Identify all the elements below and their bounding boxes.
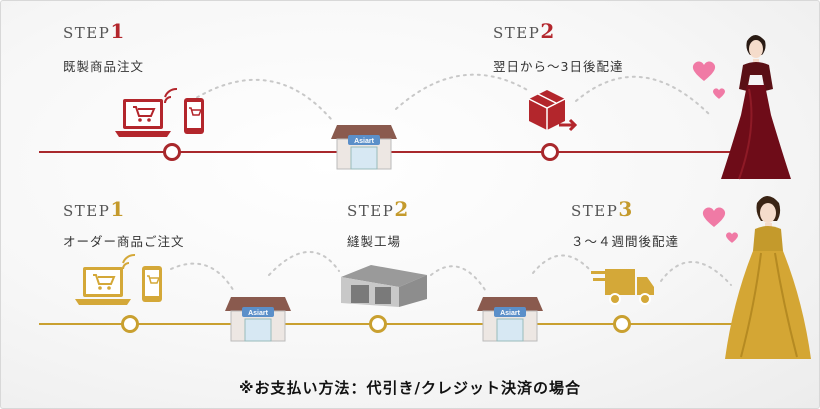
smartphone-cart-icon <box>184 98 204 134</box>
top-step-1-text: 既製商品注文 <box>63 59 145 74</box>
top-node-1 <box>163 143 181 161</box>
bottom-step-1-text: オーダー商品ご注文 <box>63 234 185 249</box>
woman-red-dress-figure <box>721 35 791 180</box>
bottom-dotted-arcs <box>170 251 732 294</box>
bottom-step-3-text: ３～４週間後配達 <box>571 234 680 249</box>
shop-sign-text: Asiart <box>354 138 375 145</box>
box-delivery-icon <box>528 90 578 132</box>
wifi-icon <box>164 88 178 104</box>
top-step-1-label: STEP1 <box>63 19 126 43</box>
factory-icon <box>341 265 427 307</box>
bottom-step-3-label: STEP3 <box>571 197 634 221</box>
laptop-cart-icon <box>115 99 171 137</box>
heart-icon <box>726 232 738 243</box>
shop-icon: Asiart <box>477 297 543 342</box>
heart-icon <box>713 88 725 99</box>
top-dotted-arcs <box>190 73 712 120</box>
top-step-2-text: 翌日から～3日後配達 <box>493 59 624 74</box>
top-step-2-label: STEP2 <box>493 19 556 43</box>
shop-icon: Asiart <box>225 297 291 342</box>
heart-icon <box>692 61 716 81</box>
bottom-step-2-label: STEP2 <box>347 197 410 221</box>
heart-icon <box>702 207 726 227</box>
bottom-timeline <box>39 323 739 325</box>
bottom-step-1-label: STEP1 <box>63 197 126 221</box>
shop-sign-text: Asiart <box>500 310 521 317</box>
smartphone-cart-icon <box>142 266 162 302</box>
wifi-icon <box>122 254 136 270</box>
truck-icon <box>591 269 654 305</box>
top-node-2 <box>541 143 559 161</box>
bottom-node-2 <box>369 315 387 333</box>
payment-note: ※お支払い方法：代引き/クレジット決済の場合 <box>238 379 582 397</box>
bottom-node-3 <box>613 315 631 333</box>
bottom-step-2-text: 縫製工場 <box>347 234 402 249</box>
laptop-cart-icon <box>75 267 131 305</box>
shop-icon: Asiart <box>331 125 397 170</box>
woman-gold-gown-figure <box>725 196 811 359</box>
bottom-node-1 <box>121 315 139 333</box>
shop-sign-text: Asiart <box>248 310 269 317</box>
